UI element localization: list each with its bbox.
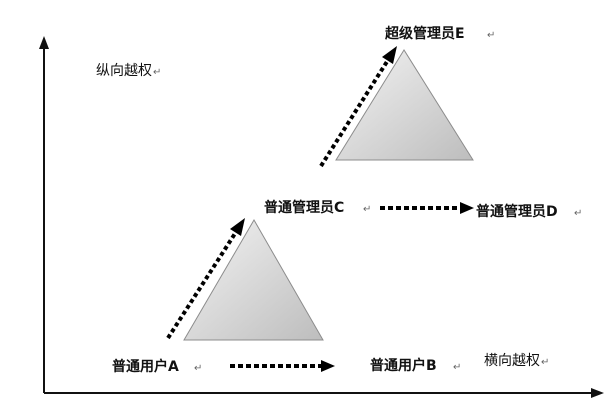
node-label-user-a-mark: ↵ — [194, 363, 202, 374]
horizontal-label-mark: ↵ — [541, 357, 549, 368]
node-label-admin-d-mark: ↵ — [574, 208, 582, 219]
upper-privilege-triangle — [335, 49, 474, 161]
node-label-admin-c-mark: ↵ — [363, 204, 371, 215]
horizontal-arrow-a-to-b-head — [321, 360, 335, 372]
vertical-escalation-label: 纵向越权 — [96, 63, 152, 79]
node-label-admin-d: 普通管理员D — [476, 203, 558, 220]
node-label-user-b-mark: ↵ — [453, 362, 461, 373]
lower-privilege-triangle — [183, 219, 324, 341]
y-axis-arrowhead — [39, 36, 49, 49]
node-label-super-e-mark: ↵ — [487, 30, 495, 41]
escalation-arrow-c-to-e-head — [382, 46, 397, 64]
x-axis-arrowhead — [591, 388, 604, 398]
node-label-super-e: 超级管理员E — [384, 25, 465, 42]
vertical-label-mark: ↵ — [153, 67, 161, 78]
horizontal-escalation-label: 横向越权 — [484, 353, 540, 369]
node-label-user-b: 普通用户B — [370, 357, 437, 374]
node-label-user-a: 普通用户A — [112, 358, 179, 375]
node-label-admin-c: 普通管理员C — [264, 199, 344, 216]
horizontal-arrow-c-to-d-head — [460, 202, 474, 214]
escalation-arrow-a-to-c-head — [230, 218, 245, 236]
